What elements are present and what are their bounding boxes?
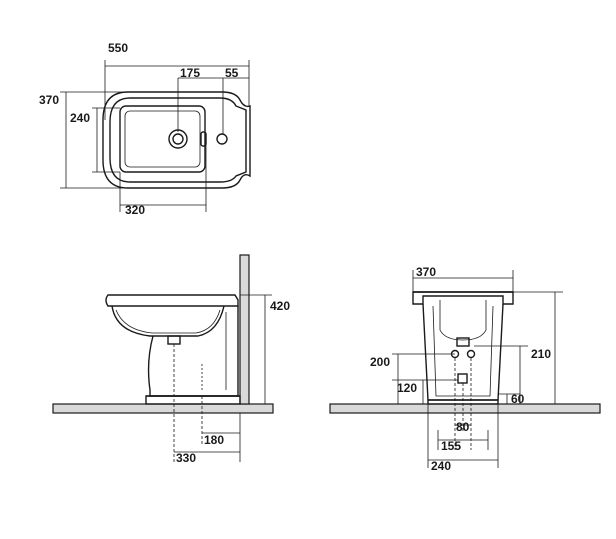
front-view: 370 200 210 120 60 80 155 240	[329, 265, 601, 473]
dim-wall-to-front: 330	[176, 451, 196, 465]
floor-slab-front	[329, 403, 601, 414]
dim-base-width: 240	[431, 459, 451, 473]
dim-supply-height: 200	[370, 355, 390, 369]
dim-outlet-height: 120	[397, 381, 417, 395]
dim-inlet-height: 210	[531, 347, 551, 361]
top-view: 550 370 240 320 175 55	[39, 41, 251, 217]
dim-outlet-spacing: 80	[456, 420, 470, 434]
wall-section	[239, 254, 250, 405]
dim-tap-offset: 55	[225, 66, 239, 80]
dim-floor-clearance: 60	[511, 392, 525, 406]
dim-height: 420	[270, 299, 290, 313]
dim-wall-to-outlet: 180	[204, 433, 224, 447]
dim-bowl-depth: 320	[125, 203, 145, 217]
dim-overall-length: 550	[108, 41, 128, 55]
dim-supply-spacing: 155	[441, 439, 461, 453]
dim-drain-offset: 175	[180, 66, 200, 80]
dim-top-width: 370	[416, 265, 436, 279]
floor-slab-side	[52, 403, 274, 414]
dim-bowl-width: 240	[70, 111, 90, 125]
dim-overall-width: 370	[39, 93, 59, 107]
side-view: 420 180 330	[52, 254, 290, 465]
